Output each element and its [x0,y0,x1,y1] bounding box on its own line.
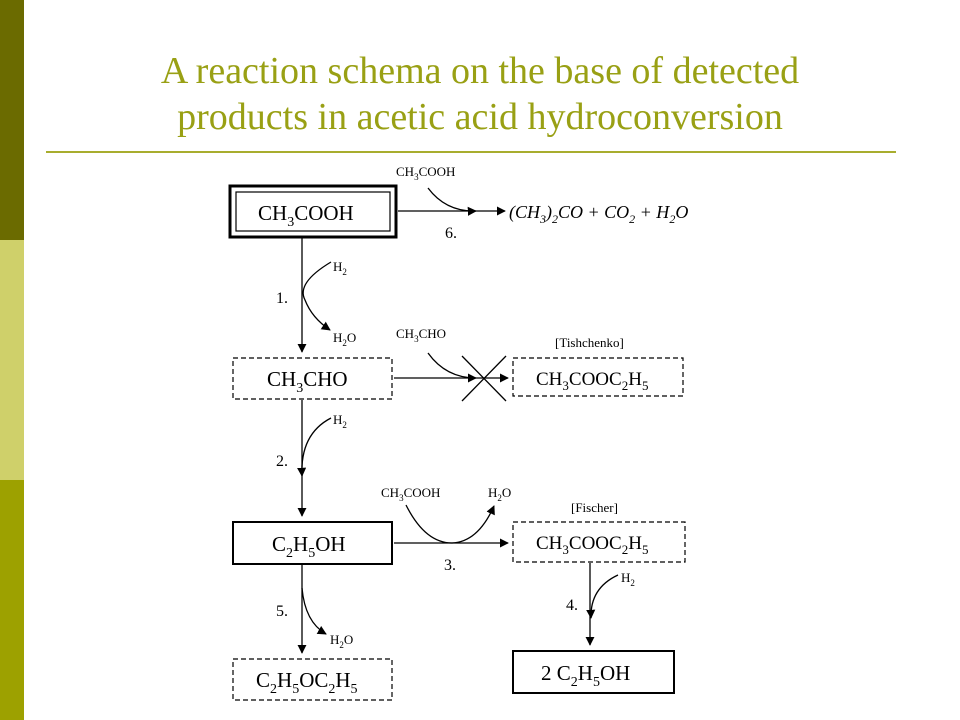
reaction-2: H2 2. [276,400,347,517]
step-label-4: 4. [566,597,578,614]
reaction-4: H2 4. [566,563,635,646]
reaction-6-reagent-arrow [427,187,477,216]
step-label-1: 1. [276,290,288,307]
reaction-1-side-arrow [302,261,332,331]
product-6-formula: (CH3)2CO + CO2 + H2O [509,202,688,226]
sidebar-segment-mid [0,480,24,720]
reagent-h2-1: H2 [333,259,347,277]
diethyl-ether-formula: C2H5OC2H5 [256,668,358,697]
reaction-2-reagent-arrow [297,417,332,477]
ethanol-formula: C2H5OH [272,532,346,561]
step-label-6: 6. [445,225,457,242]
reagent-h2-4: H2 [621,570,635,588]
box-ethanol-product: 2 C2H5OH [512,650,675,694]
fischer-label: [Fischer] [571,500,618,515]
reagent-acetic-acid-3: CH3COOH [381,485,440,503]
ethyl-acetate-formula-1: CH3COOC2H5 [536,369,648,393]
reagent-h2-2: H2 [333,412,347,430]
box-ethyl-acetate-tishchenko: CH3COOC2H5 [512,357,684,397]
box-acetic-acid: CH3COOH [228,184,398,239]
acetic-acid-formula: CH3COOH [258,201,354,230]
tishchenko-label: [Tishchenko] [555,335,624,350]
ethyl-acetate-formula-2: CH3COOC2H5 [536,533,648,557]
box-acetaldehyde: CH3CHO [232,357,393,400]
blocked-cross-line-2 [461,355,507,402]
sidebar-segment-dark [0,0,24,240]
slide-title: A reaction schema on the base of detecte… [40,48,920,140]
byproduct-water-5: H2O [330,632,353,650]
reaction-4-reagent-arrow [586,574,619,619]
box-diethyl-ether: C2H5OC2H5 [232,658,393,701]
box-ethanol: C2H5OH [232,521,393,565]
box-ethyl-acetate-fischer: CH3COOC2H5 [512,521,686,563]
reaction-tishchenko: CH3CHO [Tishchenko] [394,326,624,402]
step-label-5: 5. [276,603,288,620]
ethanol-product-formula: 2 C2H5OH [541,661,630,690]
reagent-acetaldehyde: CH3CHO [396,326,446,344]
step-label-3: 3. [444,557,456,574]
reagent-acetic-acid-6: CH3COOH [396,164,455,182]
slide-title-line-1: A reaction schema on the base of detecte… [160,50,800,92]
sidebar-segment-light [0,240,24,480]
reaction-5: H2O 5. [276,565,353,654]
reaction-5-side-arrow [301,587,327,635]
tishchenko-reagent-arrow [427,352,477,383]
reaction-6: CH3COOH 6. (CH3)2CO + CO2 + H2O [396,164,688,242]
reaction-3: CH3COOH H2O 3. [Fischer] [381,485,618,574]
reaction-1: H2 H2O 1. [276,238,356,353]
slide-title-line-2: products in acetic acid hydroconversion [177,96,783,138]
title-divider [46,151,896,153]
acetaldehyde-formula: CH3CHO [267,367,348,396]
sidebar-decoration [0,0,24,720]
byproduct-water-1: H2O [333,330,356,348]
reaction-3-side-arrow [405,504,495,544]
byproduct-water-3: H2O [488,485,511,503]
step-label-2: 2. [276,453,288,470]
